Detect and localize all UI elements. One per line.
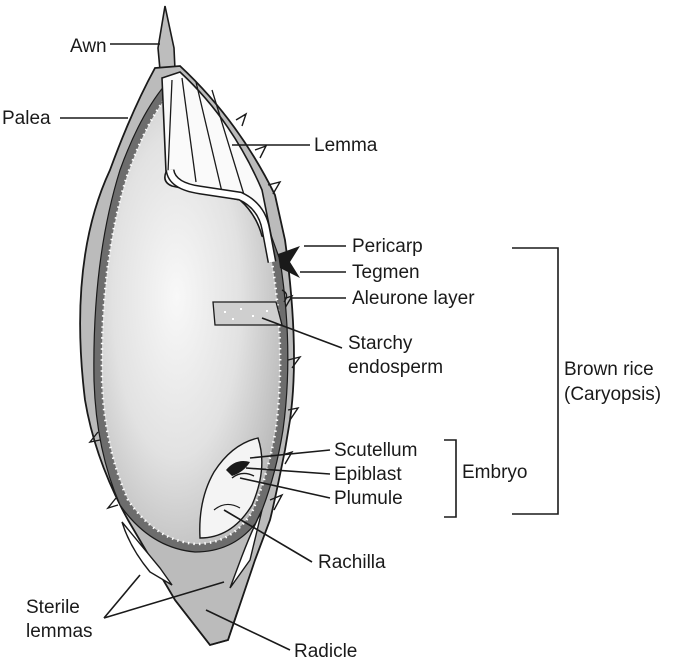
- label-lemma: Lemma: [314, 135, 378, 156]
- label-palea: Palea: [2, 108, 51, 129]
- label-scutellum: Scutellum: [334, 440, 417, 461]
- label-sterile: Sterile: [26, 597, 80, 618]
- awn-spike: [157, 5, 176, 71]
- label-endosperm: endosperm: [348, 357, 443, 378]
- label-radicle: Radicle: [294, 641, 357, 662]
- label-tegmen: Tegmen: [352, 262, 420, 283]
- label-epiblast: Epiblast: [334, 464, 402, 485]
- endosperm-body: [100, 93, 282, 546]
- label-lemmas: lemmas: [26, 621, 93, 642]
- brown-rice-bracket: [512, 247, 559, 515]
- label-awn: Awn: [70, 36, 107, 57]
- pericarp-flap: [278, 246, 300, 278]
- hull-serrations: [88, 112, 302, 511]
- embryo-bracket: [444, 439, 457, 518]
- label-aleurone-layer: Aleurone layer: [352, 288, 475, 309]
- lemma-veins: [167, 77, 246, 199]
- sterile-lemma-left: [121, 521, 173, 586]
- label-caryopsis: (Caryopsis): [564, 384, 661, 405]
- label-pericarp: Pericarp: [352, 236, 423, 257]
- grain-base: [174, 599, 239, 646]
- label-rachilla: Rachilla: [318, 552, 386, 573]
- label-starchy: Starchy: [348, 333, 413, 354]
- label-brown-rice: Brown rice: [564, 359, 654, 380]
- label-embryo: Embryo: [462, 462, 527, 483]
- sterile-lemma-right: [229, 509, 263, 589]
- label-plumule: Plumule: [334, 488, 403, 509]
- leader-lines: [60, 43, 346, 651]
